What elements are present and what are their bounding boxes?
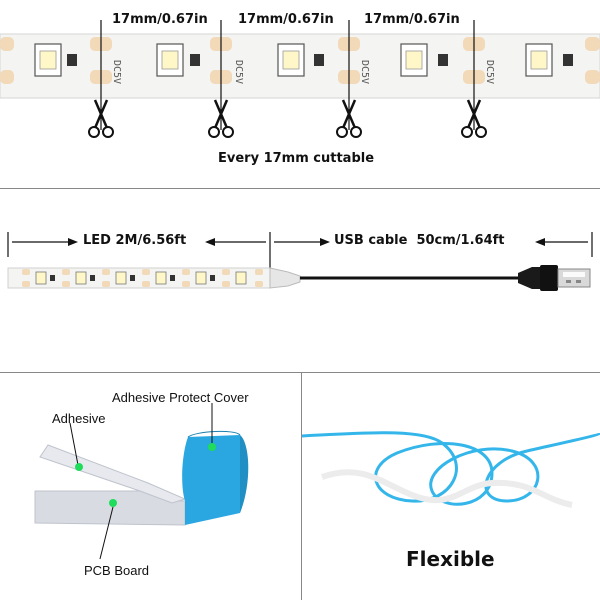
flexible-section: Flexible — [302, 373, 600, 600]
strip-marking: DC5V — [359, 60, 370, 85]
scissors-icon — [461, 99, 487, 138]
length-illustration — [7, 232, 593, 291]
flexible-strip-illustration — [302, 431, 600, 508]
scissors-icon — [336, 99, 362, 138]
adhesive-cover-label: Adhesive Protect Cover — [112, 390, 249, 405]
measure-label-3: 17mm/0.67in — [364, 12, 460, 27]
cut-strip-illustration — [0, 20, 600, 138]
usb-plug-icon — [518, 265, 591, 291]
strip-marking: DC5V — [111, 60, 122, 85]
layers-section: Adhesive Protect Cover Adhesive PCB Boar… — [0, 373, 301, 600]
scissors-icon — [88, 99, 114, 138]
cable-length-label: USB cable 50cm/1.64ft — [334, 233, 505, 248]
led-length-label: LED 2M/6.56ft — [83, 233, 187, 248]
strip-marking: DC5V — [233, 60, 244, 85]
strip-marking: DC5V — [484, 60, 495, 85]
divider-2 — [0, 372, 600, 373]
adhesive-label: Adhesive — [52, 411, 106, 426]
measure-label-2: 17mm/0.67in — [238, 12, 334, 27]
divider-1 — [0, 188, 600, 189]
flexible-caption: Flexible — [406, 547, 495, 571]
length-section: LED 2M/6.56ft USB cable 50cm/1.64ft — [0, 189, 600, 372]
scissors-icon — [208, 99, 234, 138]
measure-label-1: 17mm/0.67in — [112, 12, 208, 27]
cut-caption: Every 17mm cuttable — [218, 151, 375, 166]
cut-section: DC5V DC5V DC5V DC5V 17mm/0.67in 17mm/0.6… — [0, 0, 600, 188]
pcb-label: PCB Board — [84, 563, 150, 578]
layers-illustration — [34, 403, 249, 560]
divider-3 — [301, 373, 302, 600]
